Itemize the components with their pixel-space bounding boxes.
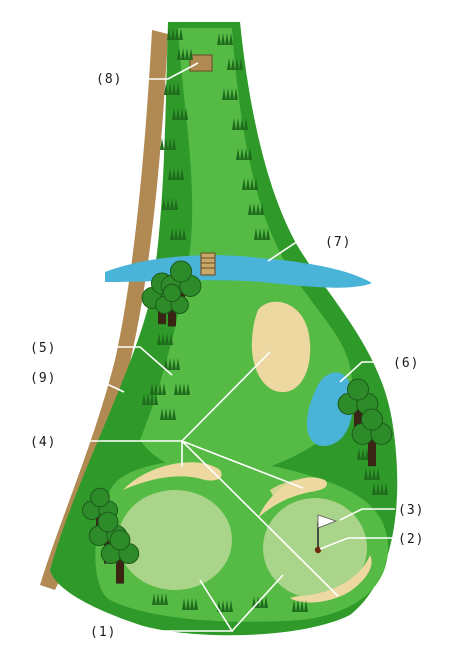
label-7: (7) — [325, 235, 351, 250]
label-2: (2) — [398, 532, 424, 547]
label-5: (5) — [30, 341, 56, 356]
label-3: (3) — [398, 503, 424, 518]
label-6: (6) — [393, 356, 419, 371]
label-8: (8) — [96, 72, 122, 87]
footbridge — [201, 253, 215, 275]
green-left — [118, 490, 232, 590]
label-4: (4) — [30, 435, 56, 450]
tee-ground — [190, 55, 212, 71]
label-1: (1) — [90, 625, 116, 640]
label-9: (9) — [30, 371, 56, 386]
cup-hole — [315, 547, 321, 553]
